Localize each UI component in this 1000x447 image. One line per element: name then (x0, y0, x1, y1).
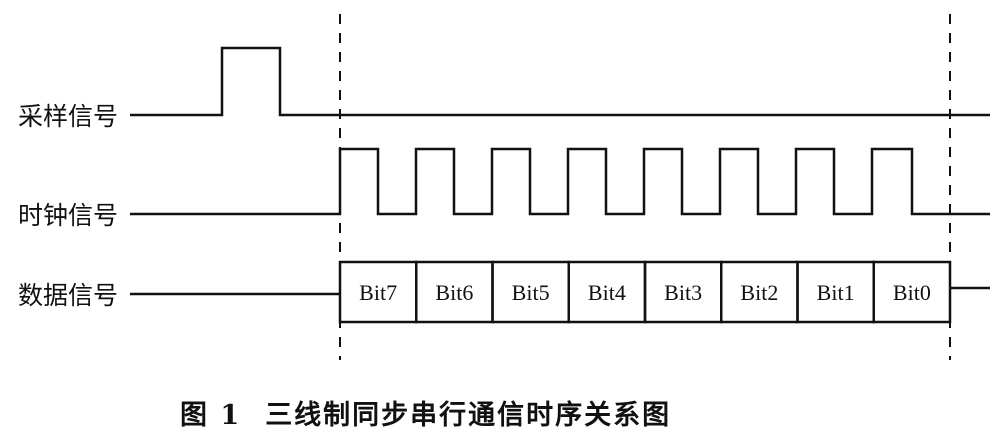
bit-label: Bit3 (664, 280, 702, 305)
bit-label: Bit2 (740, 280, 778, 305)
figure-title: 三线制同步串行通信时序关系图 (265, 400, 672, 431)
bit-cell-box (872, 260, 952, 324)
bit-label: Bit1 (817, 280, 855, 305)
figure-caption: 图 1 三线制同步串行通信时序关系图 (180, 393, 671, 432)
data-signal-label: 数据信号 (18, 281, 119, 310)
bit-label: Bit0 (893, 280, 931, 305)
bit-label: Bit6 (435, 280, 473, 305)
sample-signal-waveform (130, 46, 990, 117)
clock-signal-label: 时钟信号 (18, 201, 119, 230)
bit-label: Bit7 (359, 280, 397, 305)
clock-signal-waveform (130, 147, 990, 216)
sample-signal-label: 采样信号 (18, 102, 119, 131)
bit-label: Bit5 (512, 280, 550, 305)
figure-number: 图 1 (180, 400, 242, 431)
bit-label: Bit4 (588, 280, 626, 305)
data-bit-cells: Bit7 Bit6 Bit5 Bit4 Bit3 Bit2 Bit1 Bit0 (338, 260, 952, 324)
